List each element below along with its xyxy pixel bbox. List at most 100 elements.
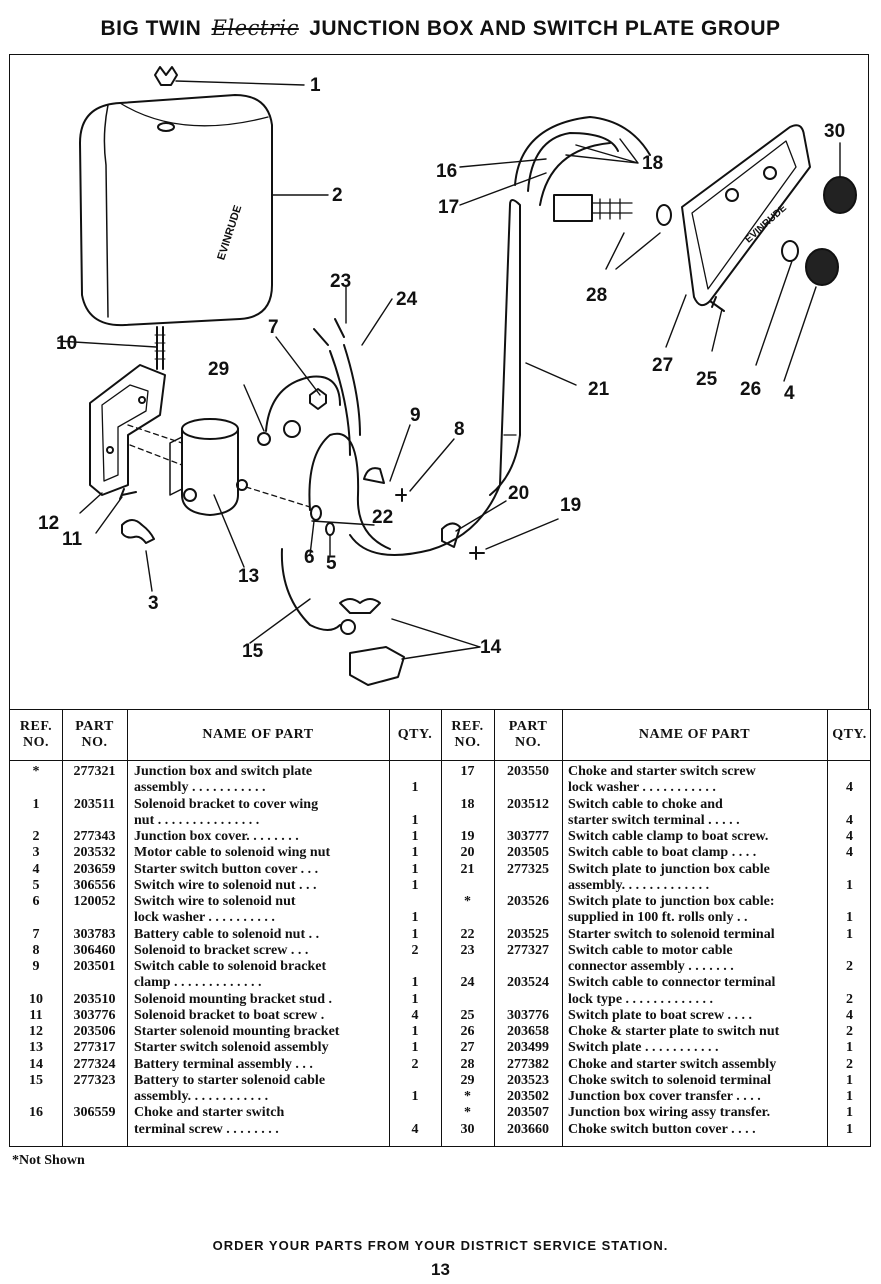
part-name: connector assembly . . . . . . . [568, 959, 734, 974]
part-name: Choke & starter plate to switch nut [568, 1024, 780, 1039]
clamp-20 [441, 522, 461, 548]
part-name: Switch plate . . . . . . . . . . . [568, 1040, 719, 1056]
screw-8 [395, 488, 407, 502]
part-name: Junction box cover transfer . . . . [568, 1089, 761, 1104]
part-name: Choke switch button cover . . . . [568, 1121, 756, 1137]
callout-2: 2 [332, 185, 343, 206]
ref-number: 3 [32, 845, 40, 861]
solenoid-top [181, 418, 239, 440]
washer-6 [310, 505, 322, 521]
part-name: Battery terminal assembly . . . [134, 1056, 313, 1072]
header-part-left: PART NO. [75, 719, 114, 750]
part-name: Choke and starter switch assembly [568, 1056, 777, 1072]
part-name: Switch cable to connector terminal [568, 975, 776, 991]
part-name: Switch cable to motor cable [568, 942, 733, 958]
ref-number: 28 [460, 1056, 475, 1072]
part-number: 203505 [507, 845, 549, 861]
part-name: terminal screw . . . . . . . . [134, 1121, 279, 1137]
clamp-9 [363, 467, 385, 484]
part-number: 203501 [73, 959, 116, 974]
ref-number: * [464, 1105, 471, 1121]
quantity: 1 [411, 926, 419, 942]
solenoid-body [181, 428, 239, 516]
quantity: 1 [411, 975, 419, 991]
ref-number: 19 [460, 829, 475, 844]
wing-nut-3 [121, 519, 155, 544]
cable-29 [265, 375, 341, 432]
part-name: Battery cable to solenoid nut . . [134, 926, 320, 942]
quantity: 2 [411, 1056, 419, 1072]
quantity: 2 [411, 942, 419, 958]
callout-5: 5 [326, 553, 337, 574]
part-number: 306460 [73, 942, 116, 958]
quantity: 1 [411, 910, 419, 926]
part-number: 203550 [507, 764, 549, 779]
title-script-word: Electric [211, 16, 299, 40]
callout-26: 26 [740, 379, 761, 400]
quantity: 4 [846, 829, 853, 844]
quantity: 4 [846, 812, 853, 828]
part-number: 203507 [507, 1105, 549, 1121]
part-name: clamp . . . . . . . . . . . . . [134, 975, 262, 991]
quantity: 1 [846, 910, 853, 926]
callout-15: 15 [242, 641, 264, 662]
quantity: 2 [846, 1024, 853, 1039]
part-name: Starter switch to solenoid terminal [568, 926, 775, 942]
header-name-left: NAME OF PART [202, 727, 314, 742]
part-number: 277343 [73, 829, 116, 844]
callout-11: 11 [62, 529, 83, 550]
header-qty-right: QTY. [832, 727, 867, 742]
part-number: 277321 [73, 764, 116, 779]
junction-box-cover [79, 94, 273, 327]
part-name: Switch plate to junction box cable: [568, 894, 775, 909]
part-name: Switch wire to solenoid nut . . . [134, 877, 317, 893]
part-name: lock washer . . . . . . . . . . [134, 910, 275, 926]
part-number: 303776 [73, 1007, 116, 1023]
ref-number: * [32, 764, 40, 779]
screw-19 [469, 546, 485, 560]
part-number: 303783 [73, 926, 116, 942]
callout-18: 18 [642, 153, 663, 174]
callout-4: 4 [784, 383, 795, 404]
title-suffix: JUNCTION BOX AND SWITCH PLATE GROUP [309, 17, 781, 40]
part-name: Solenoid bracket to cover wing [134, 796, 319, 812]
part-name: Battery to starter solenoid cable [134, 1072, 326, 1088]
ref-number: * [464, 1089, 471, 1104]
ref-number: * [464, 894, 471, 909]
callout-17: 17 [438, 197, 459, 218]
callout-10: 10 [56, 333, 77, 354]
part-number: 303777 [507, 829, 549, 844]
part-name: lock washer . . . . . . . . . . . [568, 780, 716, 796]
cover-edge [103, 104, 109, 318]
ref-number: 4 [32, 861, 40, 877]
nut-26 [781, 240, 799, 262]
part-number: 203532 [73, 845, 116, 861]
ref-number: 26 [460, 1024, 475, 1039]
callout-8: 8 [454, 419, 465, 440]
ref-number: 7 [32, 926, 40, 942]
quantity: 1 [846, 877, 853, 893]
ref-number: 11 [29, 1007, 43, 1023]
callout-12: 12 [38, 513, 59, 534]
quantity: 4 [846, 780, 853, 796]
quantity: 2 [846, 991, 853, 1007]
mounting-stud [156, 326, 164, 370]
quantity: 4 [411, 1121, 419, 1137]
part-number: 277327 [507, 942, 549, 958]
cable-21 [349, 199, 521, 556]
quantity: 1 [411, 845, 419, 861]
part-name: Solenoid mounting bracket stud . [134, 991, 332, 1007]
ref-number: 18 [460, 796, 475, 812]
part-name: starter switch terminal . . . . . [568, 812, 740, 828]
battery-terminal [349, 646, 405, 686]
callout-13: 13 [238, 566, 259, 587]
part-number: 203660 [507, 1121, 549, 1137]
nut-7 [309, 388, 327, 410]
callout-24: 24 [396, 289, 418, 310]
quantity: 1 [411, 812, 419, 828]
part-name: assembly. . . . . . . . . . . . . [568, 877, 710, 893]
part-name: Switch cable to choke and [568, 796, 723, 812]
screw-11 [119, 488, 137, 500]
quantity: 1 [411, 861, 419, 877]
part-name: Junction box and switch plate [134, 764, 313, 779]
